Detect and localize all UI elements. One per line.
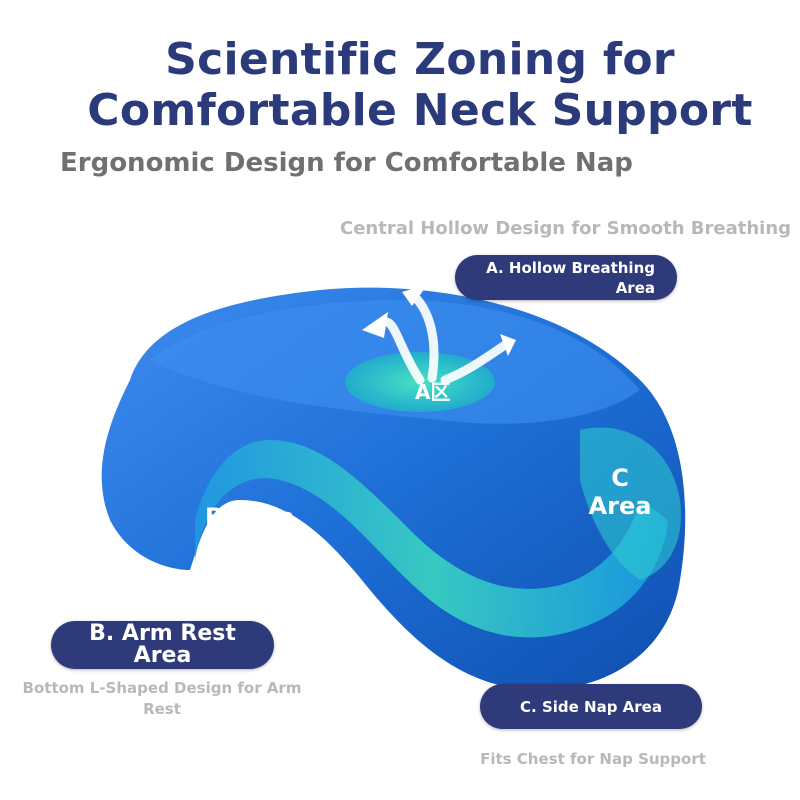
zone-a-pill-text: A. Hollow Breathing Area (486, 258, 655, 298)
zone-b-note: Bottom L-Shaped Design for Arm Rest (22, 679, 302, 718)
arm-rest-highlight (195, 440, 668, 638)
title-line-1: Scientific Zoning for (165, 34, 675, 85)
breathing-arrows (380, 289, 510, 385)
zone-a-note: Central Hollow Design for Smooth Breathi… (340, 218, 792, 239)
zone-c-image-label-line2: Area (588, 492, 652, 520)
side-nap-highlight (580, 427, 681, 580)
title-line-2: Comfortable Neck Support (87, 85, 753, 136)
page-title: Scientific Zoning for Comfortable Neck S… (0, 34, 800, 136)
zone-b-image-label: B Area (205, 503, 295, 531)
zone-a-pill-line2: Area (615, 278, 655, 297)
zone-a-pill-line1: A. Hollow Breathing (486, 258, 655, 277)
zone-c-note: Fits Chest for Nap Support (480, 750, 706, 768)
arrow-heads (362, 284, 516, 356)
zone-c-image-label: C Area (585, 464, 655, 520)
zone-c-image-label-line1: C (611, 464, 629, 492)
zone-c-pill: C. Side Nap Area (480, 684, 702, 729)
zone-a-image-label: A区 (415, 380, 451, 404)
zone-a-pill: A. Hollow Breathing Area (455, 255, 677, 300)
zone-b-pill: B. Arm Rest Area (51, 621, 274, 669)
page-subtitle: Ergonomic Design for Comfortable Nap (60, 148, 633, 178)
